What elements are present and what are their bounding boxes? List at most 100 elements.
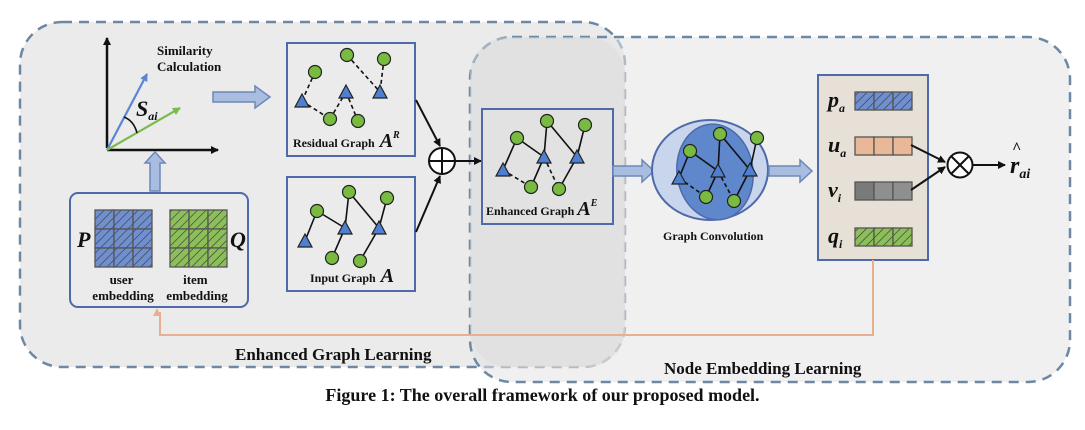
vector-symbol-u-a: ua xyxy=(828,132,846,160)
user-node xyxy=(494,161,512,177)
arrow-input-to-add xyxy=(415,175,441,233)
item-node xyxy=(726,193,742,209)
vector-cell xyxy=(854,91,875,111)
vector-cell xyxy=(873,136,894,156)
matrix-cell xyxy=(132,228,153,249)
item-node xyxy=(682,143,698,159)
user-node xyxy=(568,148,586,164)
matrix-cell xyxy=(94,247,115,268)
item-node xyxy=(712,126,728,142)
user-node xyxy=(535,148,553,164)
user-node xyxy=(296,232,314,248)
block-arrow-up xyxy=(143,150,167,192)
vector-cell xyxy=(873,91,894,111)
arrow-v-to-multiply xyxy=(910,166,946,191)
matrix-cell xyxy=(113,247,134,268)
item-node xyxy=(322,111,338,127)
item-node xyxy=(341,184,357,200)
item-node xyxy=(376,51,392,67)
vector-cell xyxy=(892,227,913,247)
item-embedding-label: item embedding xyxy=(166,272,228,303)
graph-edge-dashed xyxy=(301,100,331,120)
item-node xyxy=(551,181,567,197)
matrix-cell xyxy=(169,228,190,249)
item-symbol: Q xyxy=(230,227,246,252)
matrix-cell xyxy=(207,247,228,268)
user-embedding-label: user embedding xyxy=(92,272,154,303)
graph-edge-dashed xyxy=(346,54,381,93)
similarity-title: Similarity Calculation xyxy=(157,43,222,74)
item-node xyxy=(309,203,325,219)
region-label-left: Enhanced Graph Learning xyxy=(235,345,432,364)
region-label-right: Node Embedding Learning xyxy=(664,359,862,378)
similarity-symbol: Sai xyxy=(136,96,158,123)
node-vectors: pa ua vi qi xyxy=(826,87,913,251)
user-node xyxy=(336,219,354,235)
vector-cell xyxy=(892,181,913,201)
user-node xyxy=(741,161,759,177)
item-node xyxy=(379,190,395,206)
item-node xyxy=(577,117,593,133)
matrix-cell xyxy=(94,209,115,230)
residual-graph xyxy=(293,47,392,129)
output-hat: ^ xyxy=(1012,140,1021,157)
graph-edge-dashed xyxy=(329,91,347,120)
user-node xyxy=(670,169,688,185)
user-node xyxy=(293,92,311,108)
vector-symbol-p-a: pa xyxy=(826,87,845,115)
user-node xyxy=(371,83,389,99)
item-node xyxy=(307,64,323,80)
graph-edge-dashed xyxy=(301,71,316,102)
arrow-residual-to-add xyxy=(415,99,441,147)
feedback-arrow xyxy=(153,260,874,336)
item-node xyxy=(539,113,555,129)
user-embedding-matrix xyxy=(94,209,153,268)
vector-cell xyxy=(892,136,913,156)
matrix-cell xyxy=(207,209,228,230)
item-node xyxy=(350,113,366,129)
item-node xyxy=(523,179,539,195)
matrix-cell xyxy=(132,209,153,230)
user-symbol: P xyxy=(76,227,91,252)
user-node xyxy=(370,219,388,235)
vector-cell xyxy=(854,181,875,201)
multiply-operator-icon xyxy=(946,151,974,179)
vector-cell xyxy=(873,181,894,201)
user-node xyxy=(337,83,355,99)
graph-edge xyxy=(348,191,380,229)
block-arrow-to-convolution xyxy=(612,158,656,184)
vector-symbol-v-i: vi xyxy=(828,177,842,205)
item-node xyxy=(749,130,765,146)
graph-edge-dashed xyxy=(502,169,532,188)
vector-cell xyxy=(892,91,913,111)
matrix-cell xyxy=(113,209,134,230)
graph-edge-dashed xyxy=(678,177,707,198)
block-arrow-to-residual xyxy=(212,84,272,110)
vector-symbol-q-i: qi xyxy=(828,223,843,251)
vector-cell xyxy=(873,227,894,247)
graph-convolution-label: Graph Convolution xyxy=(663,229,764,243)
matrix-cell xyxy=(188,209,209,230)
graph-edge-dashed xyxy=(345,91,359,122)
matrix-cell xyxy=(94,228,115,249)
matrix-cell xyxy=(132,247,153,268)
arrow-u-to-multiply xyxy=(910,144,946,163)
item-node xyxy=(352,253,368,269)
matrix-cell xyxy=(169,209,190,230)
enhanced-graph xyxy=(494,113,593,197)
block-arrow-to-vectors xyxy=(768,158,814,184)
matrix-cell xyxy=(207,228,228,249)
item-node xyxy=(324,250,340,266)
residual-graph-box xyxy=(286,42,416,157)
convolution-graph xyxy=(670,126,765,209)
item-node xyxy=(509,130,525,146)
output-rating: rai xyxy=(1010,153,1030,182)
graph-edge-dashed xyxy=(379,58,385,93)
item-embedding-matrix xyxy=(169,209,228,268)
vector-cell xyxy=(854,136,875,156)
graph-edge xyxy=(719,133,751,171)
matrix-cell xyxy=(188,247,209,268)
